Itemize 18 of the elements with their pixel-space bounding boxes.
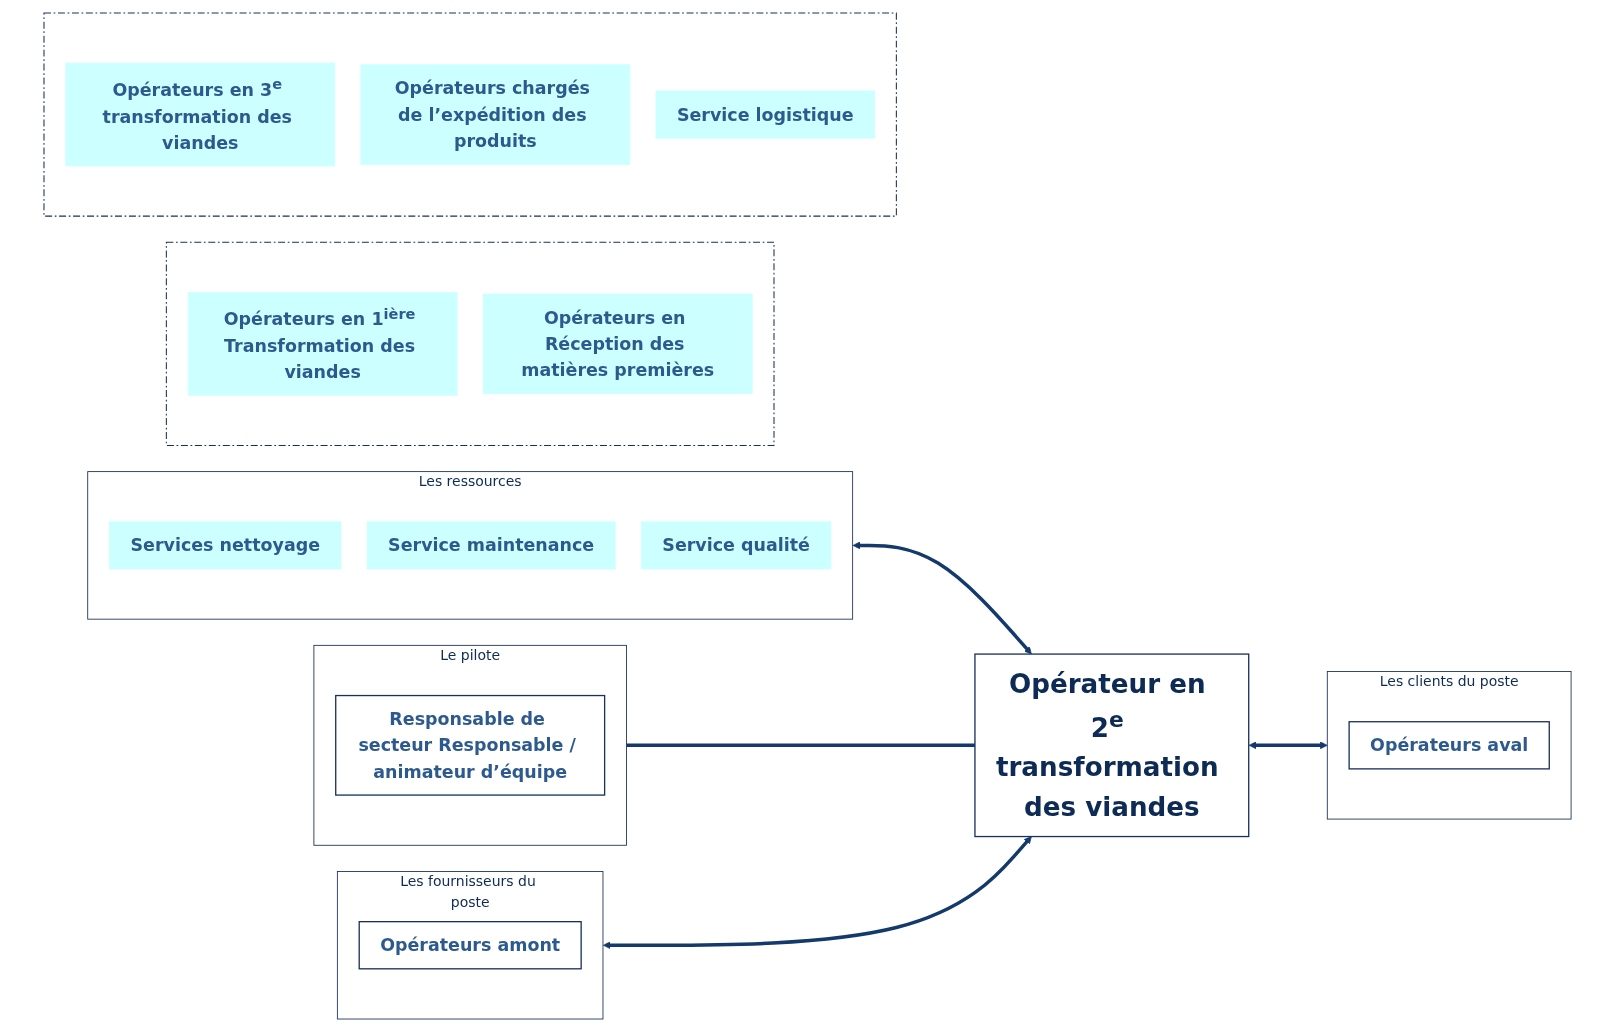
node-box: Opérateurs amont [359, 921, 583, 970]
node-box: Services nettoyage [109, 521, 342, 570]
arrow [603, 836, 1033, 950]
arrow [1249, 741, 1329, 750]
node-box: Responsable de secteur Responsable / animateur d’équipe [335, 694, 606, 796]
node-box: Service logistique [656, 90, 876, 139]
arrow [853, 541, 1033, 655]
node-box: Opérateurs aval [1348, 721, 1551, 770]
node-box: Service qualité [641, 521, 832, 570]
node-box: Opérateurs en 1$^{ière}$ Transformation des viandes [188, 292, 458, 396]
connector [626, 743, 976, 748]
cluster [166, 241, 775, 446]
node-box: Service maintenance [367, 521, 617, 570]
node-box: Opérateurs en 3$^{e}$ transformation des viandes [65, 62, 336, 167]
node-box: Opérateur en 2$^{e}$ transformation des viandes [974, 653, 1250, 838]
node-box: Opérateurs en Réception des matières premières [483, 293, 754, 395]
cluster [43, 12, 898, 217]
node-box: Opérateurs chargés de l’expédition des produits [360, 64, 631, 165]
